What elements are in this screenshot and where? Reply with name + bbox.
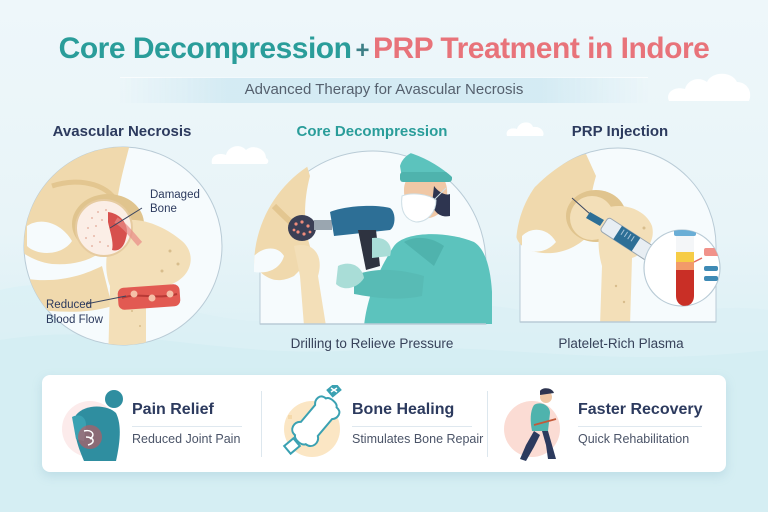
title-core-decompression: Core Decompression — [58, 32, 352, 65]
walking-person-icon — [504, 388, 560, 461]
benefit-title: Pain Relief — [132, 401, 214, 418]
caption-platelet-rich-plasma: Platelet-Rich Plasma — [558, 336, 684, 351]
label-damaged-bone-1: Damaged — [150, 189, 200, 201]
title-prp-treatment: PRP Treatment in Indore — [372, 32, 710, 65]
benefit-title: Faster Recovery — [578, 401, 703, 418]
divider — [261, 391, 262, 457]
benefit-rule — [132, 426, 242, 427]
cloud-middle — [211, 146, 269, 164]
back-pain-icon — [62, 390, 123, 461]
benefit-bone-healing: Bone Healing Stimulates Bone Repair — [262, 375, 506, 472]
cloud-left-small — [506, 122, 544, 136]
bone-icon — [282, 385, 342, 457]
page-title: Core Decompression+PRP Treatment in Indo… — [0, 32, 768, 66]
benefit-faster-recovery: Faster Recovery Quick Rehabilitation — [488, 375, 726, 472]
benefits-card: Pain Relief Reduced Joint Pain Bone Heal… — [42, 375, 726, 472]
cloud-right — [668, 73, 751, 101]
benefit-subtitle: Quick Rehabilitation — [578, 432, 690, 446]
panel-title-prp-injection: PRP Injection — [571, 123, 669, 140]
label-reduced-blood-1: Reduced — [46, 299, 92, 311]
label-reduced-blood-2: Blood Flow — [46, 314, 104, 326]
prp-injection-illustration — [516, 147, 721, 323]
benefit-title: Bone Healing — [352, 401, 455, 418]
benefit-subtitle: Reduced Joint Pain — [132, 432, 241, 446]
benefit-pain-relief: Pain Relief Reduced Joint Pain — [42, 375, 260, 472]
panel-title-core-decompression: Core Decompression — [296, 123, 448, 140]
benefit-rule — [578, 426, 702, 427]
panel-title-avascular-necrosis: Avascular Necrosis — [52, 123, 192, 140]
divider — [487, 391, 488, 457]
page-subtitle: Advanced Therapy for Avascular Necrosis — [244, 81, 524, 98]
hip-necrosis-illustration: Damaged Bone Reduced Blood Flow — [23, 146, 223, 346]
title-plus: + — [355, 37, 369, 64]
caption-drilling: Drilling to Relieve Pressure — [290, 336, 454, 351]
surgeon-drilling-illustration — [254, 148, 492, 325]
subtitle-band — [120, 77, 648, 103]
label-damaged-bone-2: Bone — [150, 203, 177, 215]
benefit-rule — [352, 426, 472, 427]
benefit-subtitle: Stimulates Bone Repair — [352, 432, 484, 446]
